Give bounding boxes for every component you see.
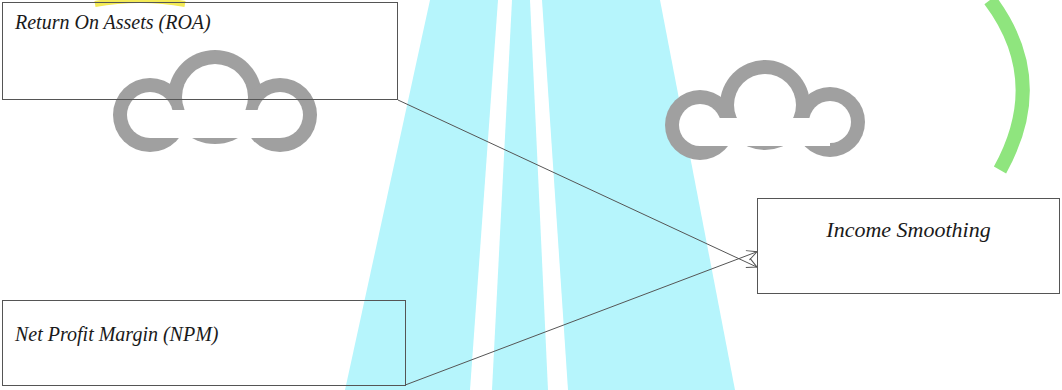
watermark-stripe (470, 0, 512, 390)
variable-box: Income Smoothing (757, 198, 1060, 294)
watermark-arc (990, 0, 1023, 170)
influence-arrow (406, 252, 757, 385)
variable-label: Return On Assets (ROA) (15, 11, 211, 34)
influence-arrow (398, 100, 757, 267)
variable-box: Net Profit Margin (NPM) (2, 300, 406, 386)
watermark-cloud (665, 60, 865, 160)
watermark-stripe (530, 0, 568, 390)
variable-label: Income Smoothing (826, 217, 990, 243)
watermark-beam (345, 0, 735, 390)
variable-box: Return On Assets (ROA) (2, 2, 398, 100)
variable-label: Net Profit Margin (NPM) (15, 323, 219, 346)
watermark-cloud (113, 50, 317, 152)
